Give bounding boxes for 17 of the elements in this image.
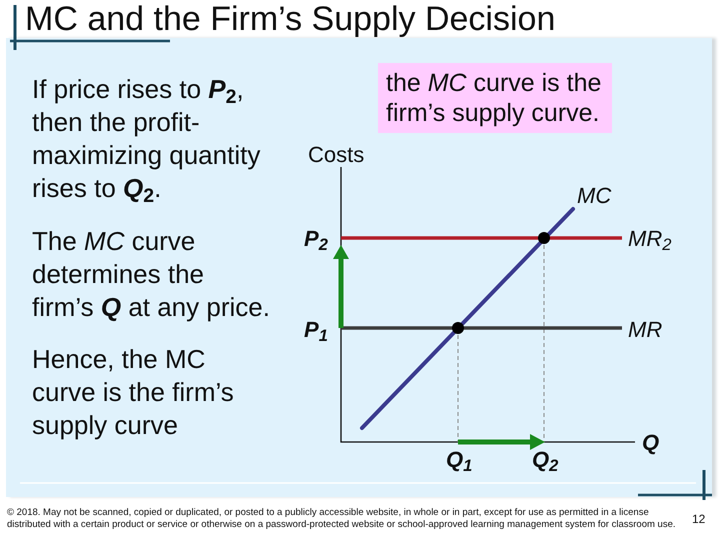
tick-label: Q$_{1}$ bbox=[446, 449, 472, 471]
body-text: If price rises to P$_{2}$, then the profit-maximizing quantity rises to Q$_{2}$. bbox=[32, 73, 262, 205]
curve-label: MR$_{2}$ bbox=[628, 228, 672, 250]
body-text: Hence, the MC curve is the firm’s supply curve bbox=[32, 343, 235, 442]
curve-label: MR bbox=[628, 319, 662, 341]
curve-label: MC bbox=[577, 185, 612, 207]
tick-label: Q$_{2}$ bbox=[532, 449, 558, 471]
slide-title: MC and the Firm’s Supply Decision bbox=[25, 2, 556, 36]
axis-label: Q bbox=[642, 432, 660, 454]
tick-label: P$_{2}$ bbox=[304, 228, 328, 250]
highlight-box bbox=[378, 63, 612, 133]
tick-label: P$_{1}$ bbox=[304, 319, 328, 341]
page-number: 12 bbox=[692, 513, 706, 525]
axis-label: Costs bbox=[308, 144, 364, 166]
copyright-notice: © 2018. May not be scanned, copied or duplicated, or posted to a publicly accessible website, in whole or in part, except for use as permitted in a license distributed with a certain product or service or otherwise on a password-protected website or school-approved learning management system for classroom use. bbox=[7, 507, 676, 531]
callout-text: the MC curve is the firm’s supply curve. bbox=[386, 68, 602, 128]
body-text: The MC curve determines the firm’s Q at any price. bbox=[32, 225, 271, 324]
